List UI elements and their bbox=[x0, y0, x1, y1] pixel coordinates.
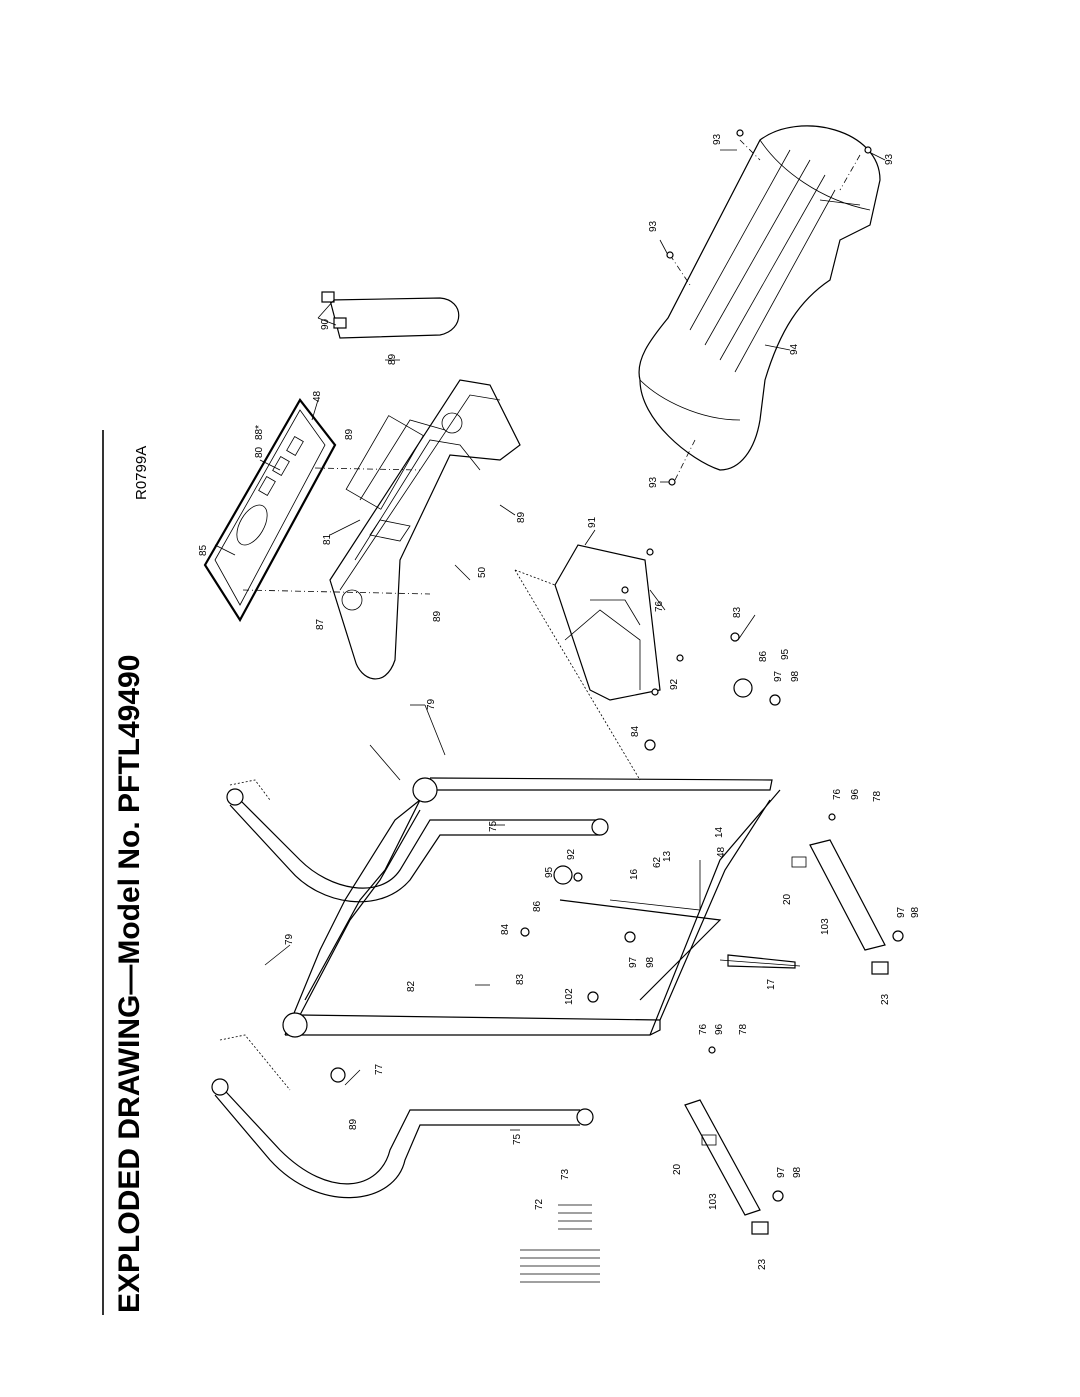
label-97: 97 bbox=[628, 956, 639, 968]
label-98: 98 bbox=[910, 906, 921, 918]
motor-cover bbox=[514, 544, 661, 781]
label-77: 77 bbox=[374, 1063, 385, 1075]
label-84: 84 bbox=[500, 923, 511, 935]
label-98: 98 bbox=[792, 1166, 803, 1178]
label-75: 75 bbox=[488, 820, 499, 832]
label-62: 62 bbox=[652, 856, 663, 868]
label-102: 102 bbox=[564, 988, 575, 1005]
label-48: 48 bbox=[312, 390, 323, 402]
label-50: 50 bbox=[477, 566, 488, 578]
bolt-set bbox=[520, 1204, 600, 1283]
label-103: 103 bbox=[820, 918, 831, 935]
part-labels: 93 93 93 93 94 90 89 48 88* 80 89 85 81 … bbox=[198, 133, 921, 1270]
label-96: 96 bbox=[714, 1023, 725, 1035]
label-96: 96 bbox=[850, 788, 861, 800]
label-93: 93 bbox=[712, 133, 723, 145]
label-94: 94 bbox=[789, 343, 800, 355]
shock-absorber bbox=[719, 954, 801, 969]
label-86: 86 bbox=[758, 650, 769, 662]
label-23: 23 bbox=[757, 1258, 768, 1270]
motor-hood bbox=[638, 125, 881, 481]
label-23: 23 bbox=[880, 993, 891, 1005]
upright-frame bbox=[282, 777, 781, 1038]
label-17: 17 bbox=[766, 978, 777, 990]
label-89: 89 bbox=[387, 353, 398, 365]
label-92: 92 bbox=[669, 678, 680, 690]
label-48: 48 bbox=[716, 846, 727, 858]
label-13: 13 bbox=[662, 850, 673, 862]
label-93: 93 bbox=[648, 476, 659, 488]
label-87: 87 bbox=[315, 618, 326, 630]
label-91: 91 bbox=[587, 516, 598, 528]
fasteners bbox=[330, 129, 904, 1202]
label-98: 98 bbox=[645, 956, 656, 968]
label-90: 90 bbox=[320, 318, 331, 330]
label-103: 103 bbox=[708, 1193, 719, 1210]
handrails bbox=[211, 744, 609, 1199]
label-93: 93 bbox=[884, 153, 895, 165]
label-97: 97 bbox=[773, 670, 784, 682]
label-78: 78 bbox=[738, 1023, 749, 1035]
label-83: 83 bbox=[515, 973, 526, 985]
label-89: 89 bbox=[516, 511, 527, 523]
label-89: 89 bbox=[344, 428, 355, 440]
label-75: 75 bbox=[512, 1133, 523, 1145]
label-79: 79 bbox=[284, 933, 295, 945]
label-84: 84 bbox=[630, 725, 641, 737]
label-97: 97 bbox=[896, 906, 907, 918]
label-80: 80 bbox=[254, 446, 265, 458]
label-88: 88* bbox=[254, 425, 265, 440]
label-16: 16 bbox=[629, 868, 640, 880]
label-73: 73 bbox=[560, 1168, 571, 1180]
label-78: 78 bbox=[872, 790, 883, 802]
label-95: 95 bbox=[544, 866, 555, 878]
label-89: 89 bbox=[432, 610, 443, 622]
label-97: 97 bbox=[776, 1166, 787, 1178]
label-83: 83 bbox=[732, 606, 743, 618]
label-76: 76 bbox=[698, 1023, 709, 1035]
label-20: 20 bbox=[672, 1163, 683, 1175]
label-98: 98 bbox=[790, 670, 801, 682]
label-81: 81 bbox=[322, 533, 333, 545]
label-76: 76 bbox=[654, 600, 665, 612]
label-92: 92 bbox=[566, 848, 577, 860]
console-base bbox=[329, 379, 521, 680]
console-panel bbox=[203, 398, 431, 623]
label-72: 72 bbox=[534, 1198, 545, 1210]
label-14: 14 bbox=[714, 826, 725, 838]
label-89: 89 bbox=[348, 1118, 359, 1130]
base-tube-right bbox=[791, 839, 889, 975]
side-cover bbox=[317, 291, 460, 339]
label-86: 86 bbox=[532, 900, 543, 912]
label-95: 95 bbox=[780, 648, 791, 660]
label-76: 76 bbox=[832, 788, 843, 800]
label-79: 79 bbox=[426, 698, 437, 710]
label-93: 93 bbox=[648, 220, 659, 232]
label-82: 82 bbox=[406, 980, 417, 992]
label-20: 20 bbox=[782, 893, 793, 905]
label-85: 85 bbox=[198, 544, 209, 556]
base-tube-left bbox=[684, 1099, 769, 1235]
